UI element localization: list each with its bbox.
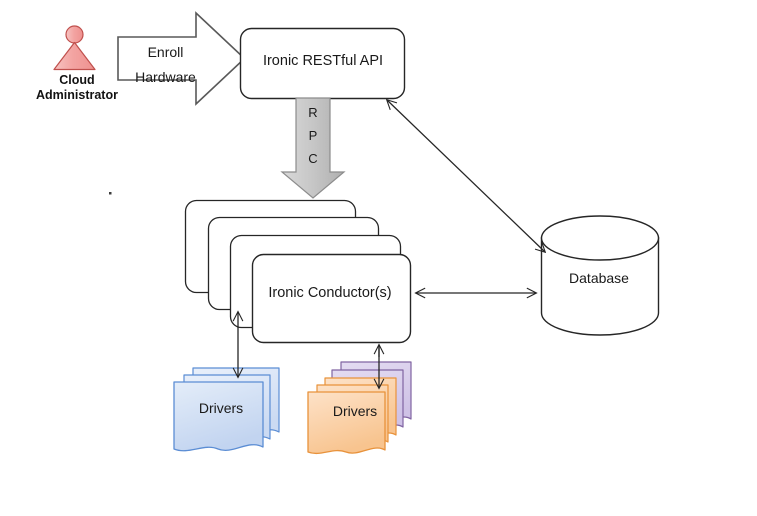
database-cylinder-shape[interactable] <box>540 215 660 336</box>
rpc-letter-c: C <box>308 151 318 166</box>
ironic-restful-api-box[interactable] <box>239 27 406 100</box>
rpc-block-arrow <box>280 97 346 199</box>
stray-dot-artifact <box>109 192 112 195</box>
ironic-conductor-stack[interactable] <box>184 199 412 344</box>
rpc-letter-p: P <box>308 128 318 143</box>
cloud-administrator-icon <box>53 25 96 71</box>
drivers-blue-stack[interactable] <box>173 367 280 452</box>
connector-api-to-database <box>387 100 545 252</box>
enroll-hardware-block-arrow <box>117 11 246 106</box>
rpc-letter-r: R <box>308 105 318 120</box>
drivers-orange-stack[interactable] <box>307 361 412 455</box>
